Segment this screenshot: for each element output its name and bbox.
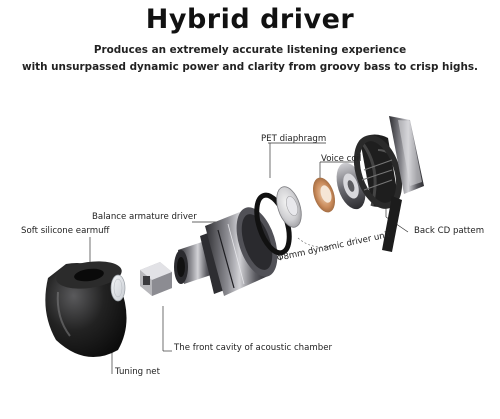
silicone-ear-tip (45, 261, 127, 358)
front-cavity-housing (174, 207, 278, 296)
label-balance-armature: Balance armature driver (92, 212, 197, 222)
back-housing (353, 116, 424, 252)
subtitle-line-1: Produces an extremely accurate listening… (93, 44, 407, 56)
label-front-cavity: The front cavity of acoustic chamber (174, 343, 333, 353)
page-title: Hybrid driver (145, 4, 355, 35)
voice-coil (312, 177, 336, 213)
balance-armature-box (140, 262, 172, 296)
pet-diaphragm (276, 186, 302, 228)
label-back-cd-pattern: Back CD pattem (414, 226, 485, 236)
subtitle-line-2: with unsurpassed dynamic power and clari… (22, 61, 478, 73)
label-pet-diaphragm: PET diaphragm (261, 134, 327, 144)
label-voice-coil: Voice coil (321, 154, 362, 164)
label-soft-silicone-earmuff: Soft silicone earmuff (21, 226, 110, 236)
tuning-net (110, 274, 126, 302)
label-tuning-net: Tuning net (115, 367, 160, 377)
